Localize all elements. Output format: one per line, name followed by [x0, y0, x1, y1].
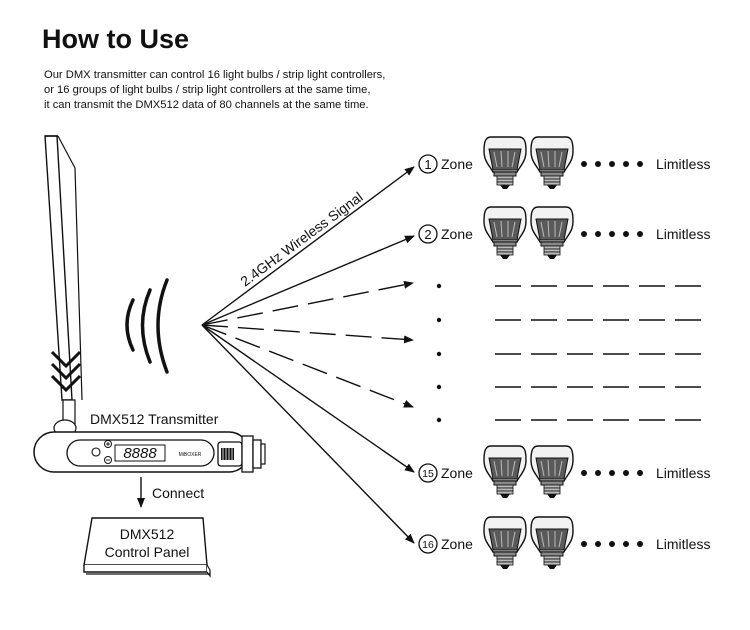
ellipsis-dots — [581, 161, 643, 167]
antenna-icon — [44, 135, 83, 437]
limitless-label: Limitless — [656, 156, 710, 172]
zone-row-15: 15 Zone Limitless — [418, 445, 710, 499]
description-line: Our DMX transmitter can control 16 light… — [44, 69, 386, 81]
zone-label: Zone — [441, 226, 473, 242]
light-bulb-icon — [483, 445, 527, 499]
transmitter-label: DMX512 Transmitter — [90, 411, 219, 427]
power-button-icon — [91, 447, 101, 457]
signal-line-dashed — [201, 280, 414, 326]
signal-line-zone-15 — [201, 324, 415, 473]
description-line: or 16 groups of light bulbs / strip ligh… — [44, 84, 371, 96]
placeholder-rows — [436, 283, 705, 423]
zone-number: 2 — [424, 227, 431, 242]
light-bulb-icon — [483, 136, 527, 190]
zone-number: 15 — [422, 468, 434, 480]
wireless-signal-label: 2.4GHz Wireless Signal — [237, 189, 365, 290]
ellipsis-dots — [581, 470, 643, 476]
page-title: How to Use — [42, 24, 190, 54]
limitless-label: Limitless — [656, 536, 710, 552]
plus-button-icon — [104, 440, 112, 448]
segment-display: 8888 — [123, 445, 157, 462]
control-panel-box — [83, 517, 211, 578]
ellipsis-dots — [581, 541, 643, 547]
zone-row-16: 16 Zone Limitless — [418, 516, 710, 570]
zone-label: Zone — [441, 465, 473, 481]
light-bulb-icon — [530, 445, 574, 499]
signal-line-dashed — [201, 324, 414, 344]
brand-logo: MiBOXER — [179, 452, 202, 458]
zone-number: 16 — [422, 539, 434, 551]
light-bulb-icon — [530, 516, 574, 570]
control-panel-line2: Control Panel — [105, 544, 190, 560]
control-panel-line1: DMX512 — [120, 526, 175, 542]
zone-row-2: 2 Zone Limitless — [418, 206, 710, 260]
signal-line-dashed — [201, 324, 414, 408]
minus-button-icon — [104, 456, 112, 464]
zone-label: Zone — [441, 536, 473, 552]
ellipsis-dots — [581, 231, 643, 237]
limitless-label: Limitless — [656, 465, 710, 481]
description-line: it can transmit the DMX512 data of 80 ch… — [44, 99, 369, 111]
zone-label: Zone — [441, 156, 473, 172]
light-bulb-icon — [483, 206, 527, 260]
signal-line-zone-1 — [201, 166, 415, 326]
dmx512-transmitter-device: 8888 MiBOXER — [33, 431, 266, 473]
zone-row-1: 1 Zone Limitless — [418, 136, 710, 190]
limitless-label: Limitless — [656, 226, 710, 242]
signal-line-zone-16 — [201, 324, 415, 544]
light-bulb-icon — [483, 516, 527, 570]
connect-label: Connect — [152, 485, 204, 501]
signal-line-zone-2 — [201, 235, 415, 326]
light-bulb-icon — [530, 206, 574, 260]
description: Our DMX transmitter can control 16 light… — [44, 68, 524, 113]
zone-number: 1 — [424, 157, 431, 172]
wireless-waves-icon — [125, 278, 169, 374]
light-bulb-icon — [530, 136, 574, 190]
signal-lines — [201, 166, 415, 544]
